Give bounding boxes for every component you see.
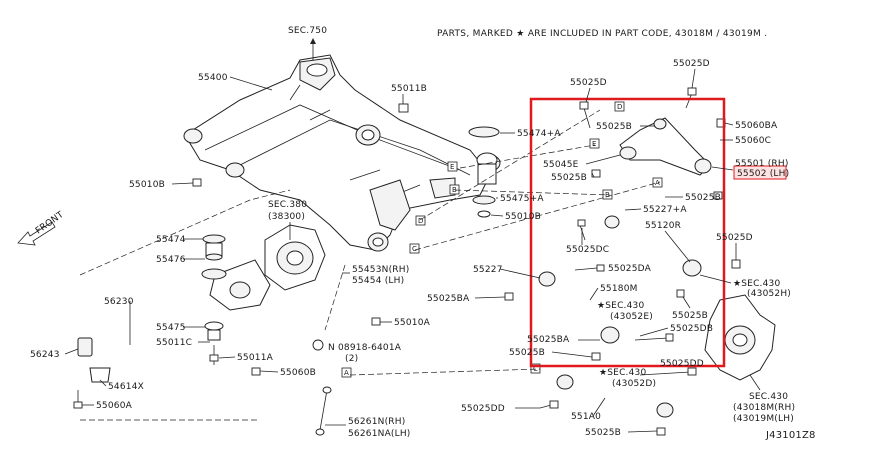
svg-text:B: B (605, 191, 610, 199)
label-55474a: 55474+A (517, 129, 561, 139)
label-n08918: N 08918-6401A (328, 343, 402, 353)
label-55011a: 55011A (237, 353, 274, 363)
label-sec430-d-sub1: (43018M(RH) (733, 403, 795, 413)
highlight-part-label-box (733, 165, 787, 180)
svg-text:E: E (592, 140, 596, 148)
svg-text:E: E (450, 163, 454, 171)
label-56230: 56230 (104, 297, 134, 307)
shock-absorber (323, 264, 347, 331)
label-55060a: 55060A (96, 401, 133, 411)
label-55010b-right: 55010B (505, 212, 541, 222)
label-sec430-d-sub2: (43019M(LH) (733, 414, 794, 424)
label-55025d-right: 55025D (716, 233, 753, 243)
label-55060c: 55060C (735, 136, 771, 146)
front-label: FRONT (34, 210, 66, 237)
label-55475: 55475 (156, 323, 186, 333)
label-54614x: 54614X (108, 382, 144, 392)
mount-insulators (201, 234, 227, 365)
label-55120r: 55120R (645, 221, 681, 231)
upper-link (619, 117, 712, 176)
label-55011b: 55011B (391, 84, 427, 94)
label-55025dd-bottom: 55025DD (461, 404, 505, 414)
svg-text:D: D (418, 217, 423, 225)
bolts (192, 87, 741, 436)
label-55454: 55454 (LH) (352, 276, 404, 286)
label-sec430-a: ★SEC.430 (733, 279, 780, 289)
label-55025ba-bottom: 55025BA (527, 335, 570, 345)
label-55025d-top: 55025D (570, 78, 607, 88)
label-n08918-qty: (2) (345, 354, 358, 364)
label-55025da: 55025DA (608, 264, 652, 274)
sec750-arrow (310, 38, 316, 60)
label-55045e: 55045E (543, 160, 579, 170)
stabilizer-connecting-rod (315, 386, 332, 436)
highlight-frame (529, 97, 726, 368)
label-55010b: 55010B (129, 180, 165, 190)
label-55475a: 55475+A (500, 194, 544, 204)
svg-text:B: B (452, 186, 457, 194)
label-sec380-sub: (38300) (268, 212, 305, 222)
label-sec430-c-sub: (43052D) (612, 379, 656, 389)
label-55474: 55474 (156, 235, 186, 245)
label-551a0: 551A0 (571, 412, 601, 422)
front-arrow: FRONT (17, 210, 66, 246)
upper-mount-stack (468, 126, 500, 218)
svg-text:C: C (412, 245, 417, 253)
label-55180m: 55180M (600, 284, 638, 294)
guide-lines (79, 109, 661, 421)
parts-note: PARTS, MARKED ★ ARE INCLUDED IN PART COD… (437, 29, 767, 39)
part-labels: SEC.750 55400 55011B 55010B SEC.380 (383… (30, 26, 795, 439)
label-55476: 55476 (156, 255, 186, 265)
label-56261na: 56261NA(LH) (348, 429, 411, 439)
label-55400: 55400 (198, 73, 228, 83)
label-sec430-b: ★SEC.430 (597, 301, 644, 311)
label-sec430-a-sub: (43052H) (747, 289, 791, 299)
label-55025b-2: 55025B (551, 173, 587, 183)
label-55025b-1: 55025B (596, 122, 632, 132)
label-55025ba-left: 55025BA (427, 294, 470, 304)
rear-suspension-member (183, 54, 501, 252)
label-55025dd: 55025DD (660, 359, 704, 369)
svg-text:D: D (617, 103, 622, 111)
label-sec750: SEC.750 (288, 26, 327, 36)
stabilizer-bar (73, 289, 276, 409)
label-55060ba: 55060BA (735, 121, 778, 131)
label-55025dc: 55025DC (566, 245, 609, 255)
label-55025db: 55025DB (670, 324, 713, 334)
label-sec430-d: SEC.430 (749, 392, 788, 402)
label-sec380: SEC.380 (268, 200, 307, 210)
label-55060b: 55060B (280, 368, 316, 378)
label-55227a: 55227+A (643, 205, 687, 215)
drawing-code: J43101Z8 (765, 430, 816, 441)
svg-text:A: A (344, 369, 349, 377)
label-sec430-c: ★SEC.430 (599, 368, 646, 378)
label-55502-highlighted: 55502 (LH) (737, 169, 789, 179)
label-55011c: 55011C (156, 338, 192, 348)
axle-housing-knuckle (704, 294, 776, 381)
label-55025b-5: 55025B (509, 348, 545, 358)
label-56243: 56243 (30, 350, 60, 360)
differential-carrier (209, 224, 326, 311)
label-55227-left: 55227 (473, 265, 503, 275)
label-sec430-b-sub: (43052E) (610, 312, 653, 322)
label-55453n: 55453N(RH) (352, 265, 409, 275)
label-55025b-3: 55025B (685, 193, 721, 203)
label-55025b-6: 55025B (585, 428, 621, 438)
label-55025d-topright: 55025D (673, 59, 710, 69)
label-56261n: 56261N(RH) (348, 417, 405, 427)
label-55501: 55501 (RH) (735, 159, 789, 169)
lower-links (538, 214, 702, 418)
label-55010a: 55010A (394, 318, 431, 328)
svg-text:A: A (655, 179, 660, 187)
label-55025b-4: 55025B (672, 311, 708, 321)
